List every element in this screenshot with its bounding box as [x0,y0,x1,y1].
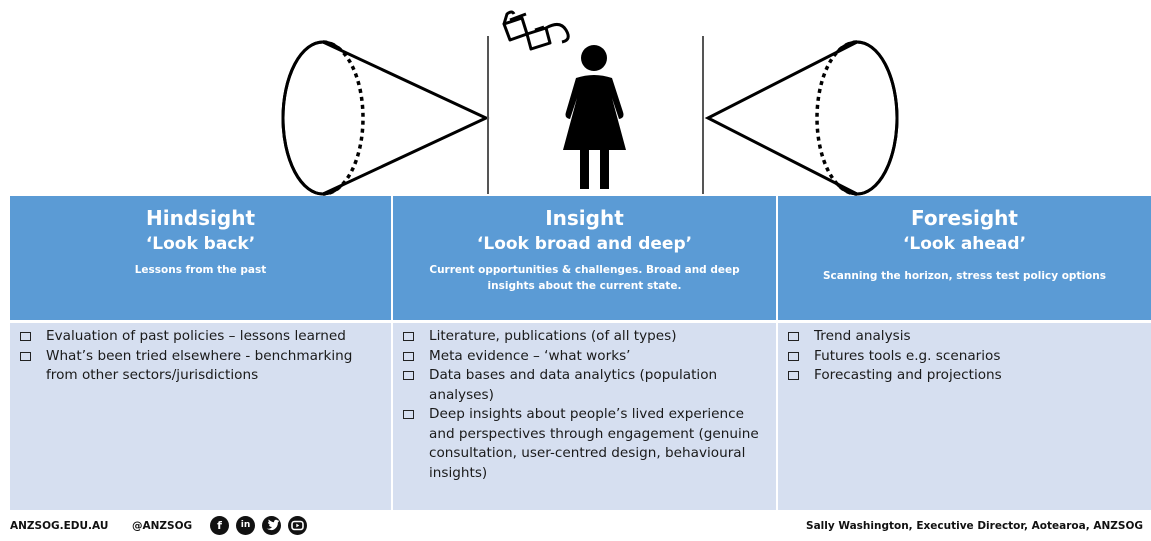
list-item: Evaluation of past policies – lessons le… [20,327,385,347]
checkbox-icon [20,332,31,341]
hindsight-description: Lessons from the past [134,264,267,276]
hindsight-header: Hindsight ‘Look back’ Lessons from the p… [10,196,393,320]
list-item: Trend analysis [788,327,1145,347]
checkbox-icon [788,351,799,361]
facebook-icon[interactable]: f [210,516,229,535]
footer-handle[interactable]: @ANZSOG [132,520,193,532]
insight-title: Insight [545,206,624,230]
foresight-subtitle: ‘Look ahead’ [902,234,1027,254]
checkbox-icon [403,371,414,380]
footer-website[interactable]: ANZSOG.EDU.AU [10,520,109,532]
foresight-title: Foresight [911,206,1018,230]
list-item: Literature, publications (of all types) [403,327,770,347]
hindsight-title: Hindsight [145,206,256,230]
insight-list: Literature, publications (of all types) … [393,323,778,510]
list-item: Meta evidence – ‘what works’ [403,347,770,367]
three-column-table: Hindsight ‘Look back’ Lessons from the p… [10,196,1151,510]
hindsight-list: Evaluation of past policies – lessons le… [10,323,393,510]
list-item: What’s been tried elsewhere - benchmarki… [20,347,385,386]
glasses-icon [502,10,570,51]
list-item: Deep insights about people’s lived exper… [403,405,770,483]
list-item: Data bases and data analytics (populatio… [403,366,770,405]
linkedin-icon[interactable]: in [236,516,255,535]
right-cone-icon [704,40,899,196]
checkbox-icon [20,351,31,361]
youtube-icon[interactable] [288,516,307,535]
footer-credit: Sally Washington, Executive Director, Ao… [806,520,1143,532]
foresight-list: Trend analysis Futures tools e.g. scenar… [778,323,1151,510]
checkbox-icon [403,332,414,341]
checkbox-icon [403,351,414,361]
insight-subtitle: ‘Look broad and deep’ [476,234,693,254]
checkbox-icon [788,371,799,380]
checkbox-icon [788,332,799,341]
list-item: Forecasting and projections [788,366,1145,386]
checkbox-icon [403,410,414,419]
hindsight-subtitle: ‘Look back’ [145,234,256,254]
illustration [281,10,899,196]
foresight-header: Foresight ‘Look ahead’ Scanning the hori… [778,196,1151,320]
insight-header: Insight ‘Look broad and deep’ Current op… [393,196,778,320]
foresight-description: Scanning the horizon, stress test policy… [823,270,1106,282]
person-icon [563,45,626,189]
left-cone-icon [281,40,490,196]
list-item: Futures tools e.g. scenarios [788,347,1145,367]
insight-description: Current opportunities & challenges. Broa… [429,264,740,292]
twitter-icon[interactable] [262,516,281,535]
